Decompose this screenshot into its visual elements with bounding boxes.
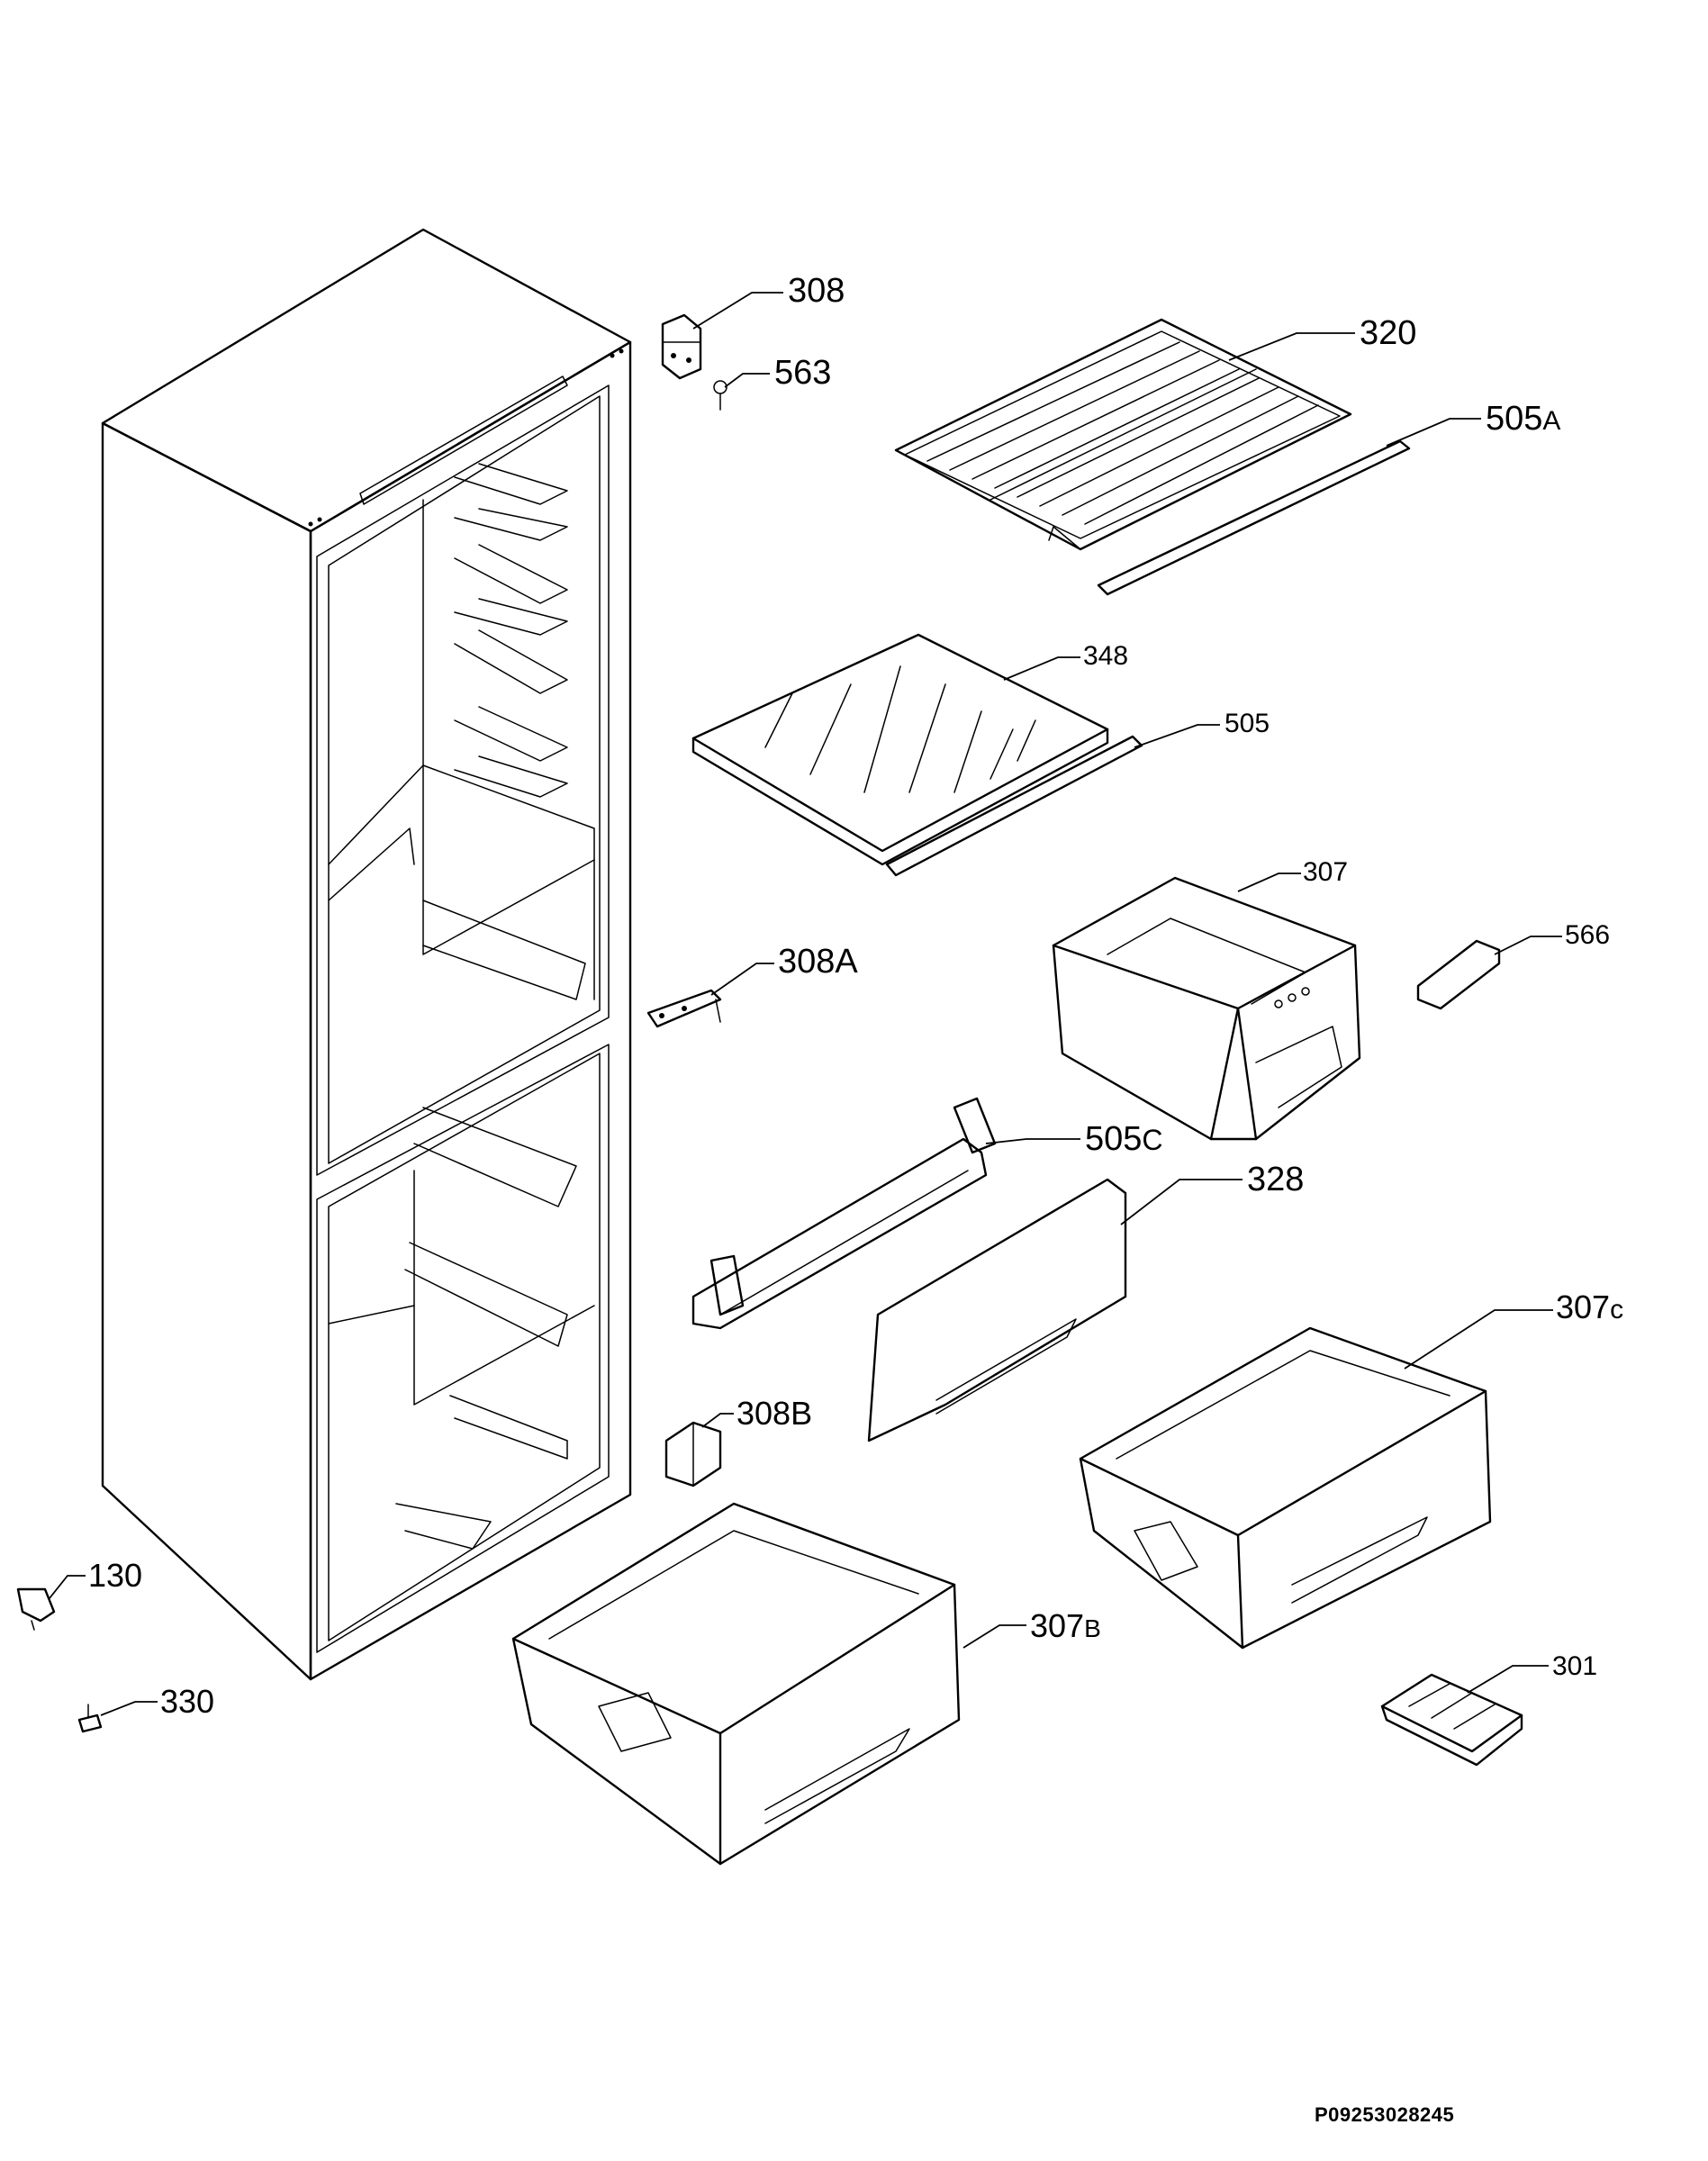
callout-348: 348 [1083,641,1128,671]
cabinet [101,228,632,1681]
callout-308b: 308B [737,1395,812,1432]
clip-566 [1416,939,1501,1010]
callout-505: 505 [1225,709,1270,738]
crisper-307 [1052,876,1361,1141]
callout-328: 328 [1247,1161,1304,1198]
shelf-trim-505a [1097,439,1411,596]
callout-307c-suffix: c [1610,1295,1623,1325]
callout-308: 308 [788,272,845,310]
callout-505a-number: 505 [1486,400,1542,438]
callout-301: 301 [1552,1651,1597,1681]
drawer-307b [511,1502,961,1866]
callout-labels: 308 563 320 505A 348 505 307 566 308A 50… [88,272,1623,1720]
callout-307: 307 [1303,857,1348,887]
callout-566: 566 [1565,920,1610,950]
drawer-307c [1079,1326,1492,1650]
reference-code: P09253028245 [1315,2103,1455,2126]
leader-lines [49,292,1562,1716]
cover-328 [867,1178,1127,1442]
callout-307c: 307c [1556,1288,1623,1325]
top-hinge-308 [661,313,702,380]
shelf-trim-505 [885,735,1143,877]
callout-563: 563 [774,354,831,392]
middle-hinge-308a [646,989,722,1028]
rail-505c [691,1097,997,1330]
callout-505a: 505A [1486,400,1560,438]
lower-hinge-308b [664,1421,722,1487]
callout-130: 130 [88,1557,142,1594]
callout-307b-number: 307 [1030,1607,1084,1644]
ice-tray-301 [1380,1673,1523,1767]
glass-shelf-348 [691,633,1109,866]
callout-307b-suffix: B [1084,1614,1101,1642]
callout-308a: 308A [778,943,858,981]
callout-505c-suffix: C [1142,1124,1162,1156]
callout-320: 320 [1360,314,1416,352]
callout-505a-suffix: A [1542,406,1560,436]
callout-330: 330 [160,1683,214,1720]
callout-307c-number: 307 [1556,1288,1610,1325]
screw-330 [77,1704,103,1733]
wire-shelf-320 [894,318,1352,551]
hinge-pin-563 [713,380,727,411]
callout-505c-number: 505 [1085,1120,1142,1158]
callout-307b: 307B [1030,1607,1101,1644]
foot-130 [16,1587,56,1631]
callout-505c: 505C [1085,1120,1163,1158]
